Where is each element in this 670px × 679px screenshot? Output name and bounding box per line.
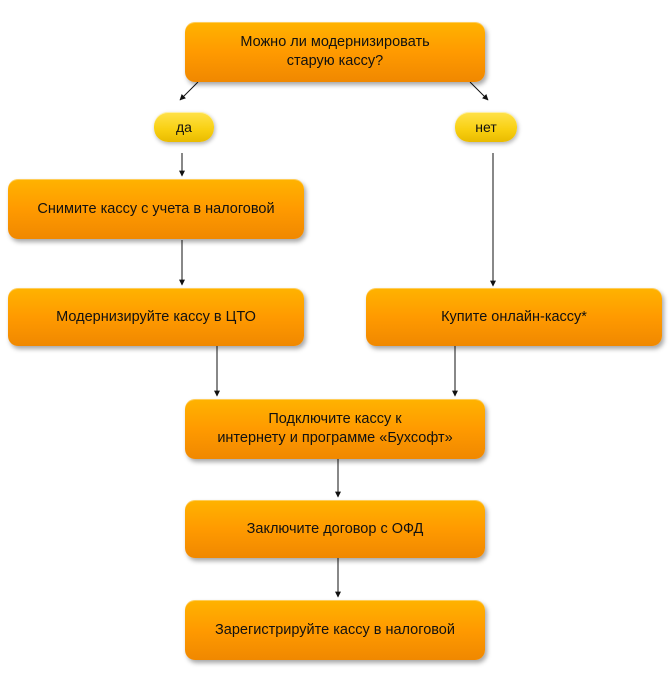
register-box: Зарегистрируйте кассу в налоговой — [185, 600, 485, 660]
question-box: Можно ли модернизировать старую кассу? — [185, 22, 485, 82]
no-pill: нет — [455, 112, 517, 142]
no-label: нет — [475, 119, 497, 135]
ofd-text: Заключите договор с ОФД — [246, 520, 424, 537]
modernize-box: Модернизируйте кассу в ЦТО — [8, 288, 304, 346]
arrow-question-to-no — [469, 81, 489, 101]
ofd-box: Заключите договор с ОФД — [185, 500, 485, 558]
modernize-text: Модернизируйте кассу в ЦТО — [56, 308, 256, 325]
connect-box: Подключите кассу к интернету и программе… — [185, 399, 485, 459]
deregister-box: Снимите кассу с учета в налоговой — [8, 179, 304, 239]
buy-box: Купите онлайн-кассу* — [366, 288, 662, 346]
yes-label: да — [176, 119, 192, 135]
yes-pill: да — [154, 112, 214, 142]
question-text: Можно ли модернизировать старую кассу? — [240, 34, 430, 69]
arrow-question-to-yes — [179, 81, 199, 101]
connect-text: Подключите кассу к интернету и программе… — [217, 411, 453, 446]
deregister-text: Снимите кассу с учета в налоговой — [37, 200, 275, 217]
buy-text: Купите онлайн-кассу* — [441, 308, 587, 325]
register-text: Зарегистрируйте кассу в налоговой — [215, 621, 455, 638]
